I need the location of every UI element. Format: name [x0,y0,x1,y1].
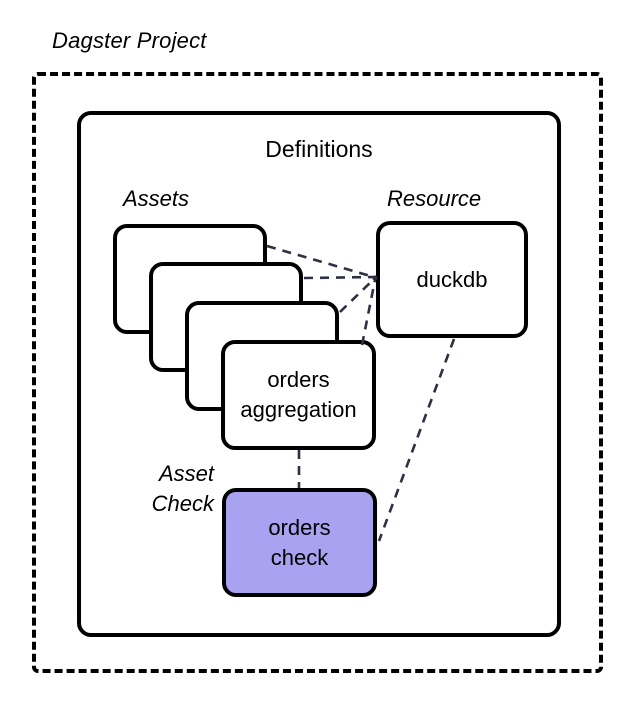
asset-check-group-label: Asset Check [106,459,214,519]
asset-node-orders-aggregation[interactable]: orders aggregation [221,340,376,450]
duckdb-label: duckdb [416,266,488,292]
definitions-title: Definitions [265,136,373,162]
assets-group-label: Assets [123,186,190,211]
orders-aggregation-label-line-2: aggregation [240,397,357,422]
resource-group-label: Resource [387,186,482,211]
orders-aggregation-label-line-1: orders [267,367,330,392]
project-boundary [32,72,603,673]
project-title: Dagster Project [52,28,207,53]
resource-node-duckdb[interactable]: duckdb [376,221,528,338]
orders-check-label-line-1: orders [268,514,331,540]
asset-check-label-line-2: Check [151,491,214,516]
orders-check-label-line-2: check [270,544,329,570]
asset-check-node-orders-check[interactable]: orders check [222,488,377,597]
asset-check-label-line-1: Asset [158,461,214,486]
